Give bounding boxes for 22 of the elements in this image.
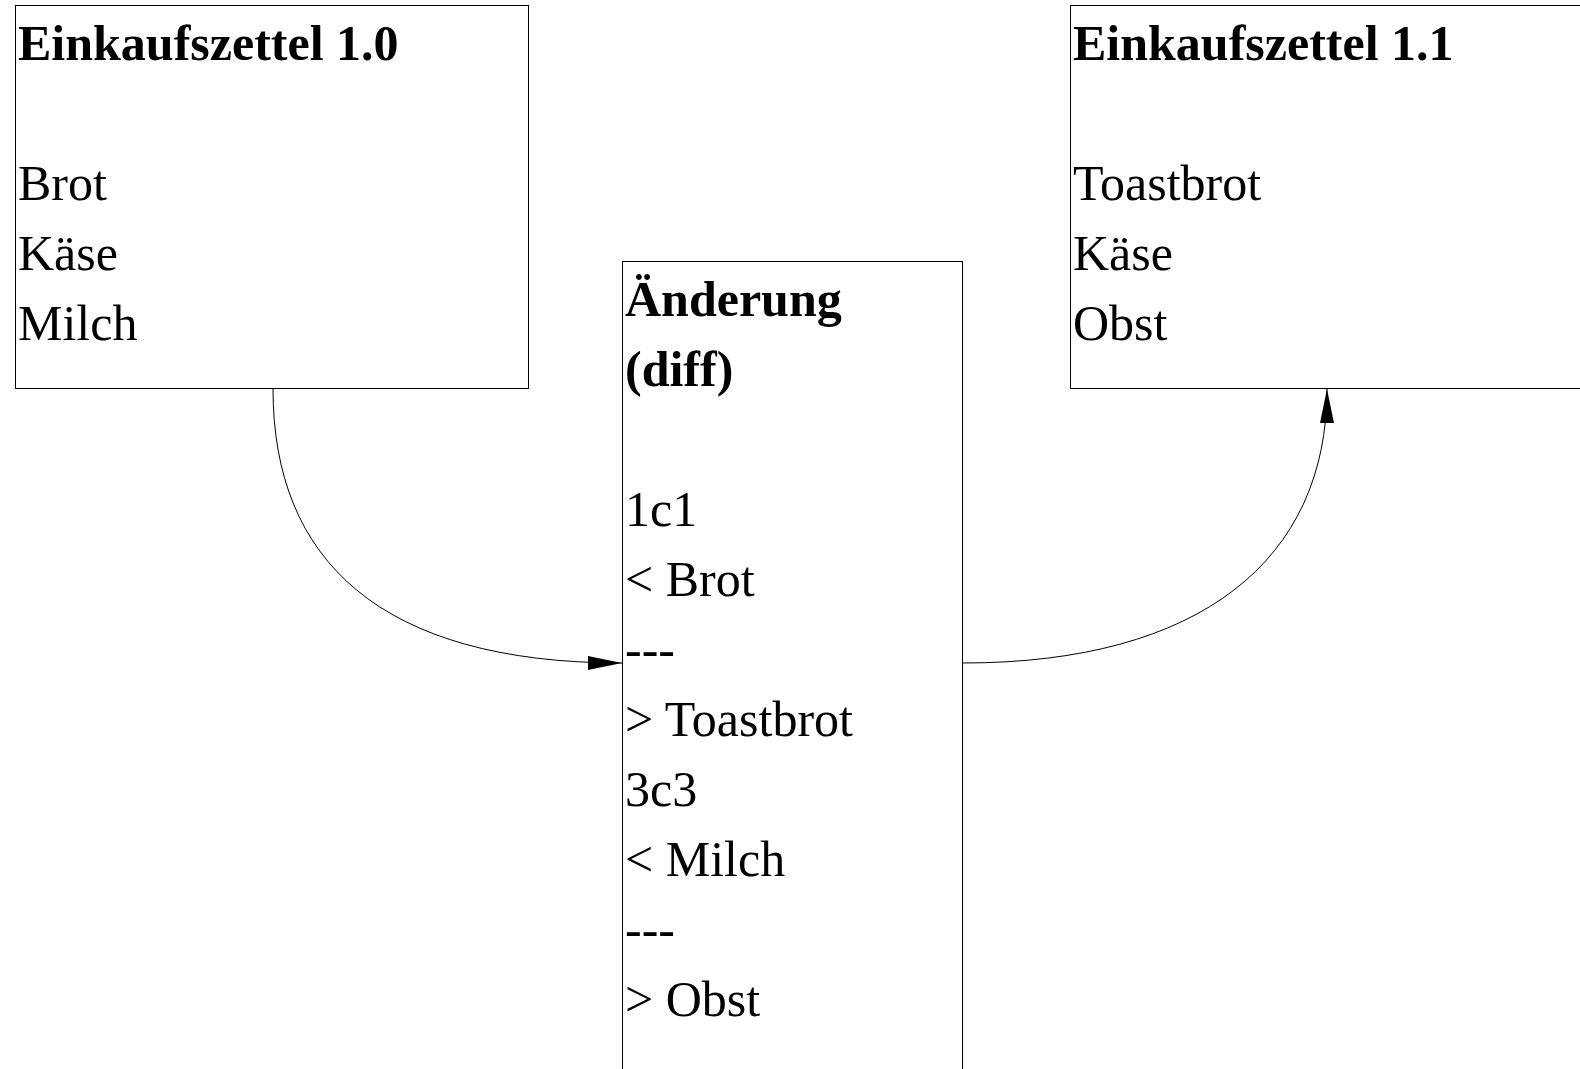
list-line: < Milch [625,830,786,889]
list-line: --- [625,900,675,959]
list-line: Obst [1073,294,1168,353]
text-box [15,5,529,389]
box-heading: Einkaufszettel 1.1 [1073,14,1454,73]
list-line: < Brot [625,550,755,609]
list-line: Käse [1073,224,1173,283]
list-line: Käse [18,224,118,283]
curved-arrow [272,388,623,669]
list-line: > Toastbrot [625,690,853,749]
list-line: 1c1 [625,480,698,539]
curved-arrow [962,388,1332,664]
box-heading: Einkaufszettel 1.0 [18,14,399,73]
list-line: 3c3 [625,760,698,819]
list-line: Toastbrot [1073,154,1262,213]
list-line: Milch [18,294,138,353]
box-heading: Änderung (diff) [625,270,843,399]
list-line: --- [625,620,675,679]
list-line: Brot [18,154,107,213]
text-box [1070,5,1580,389]
list-line: > Obst [625,970,761,1029]
text-box [622,261,963,1069]
